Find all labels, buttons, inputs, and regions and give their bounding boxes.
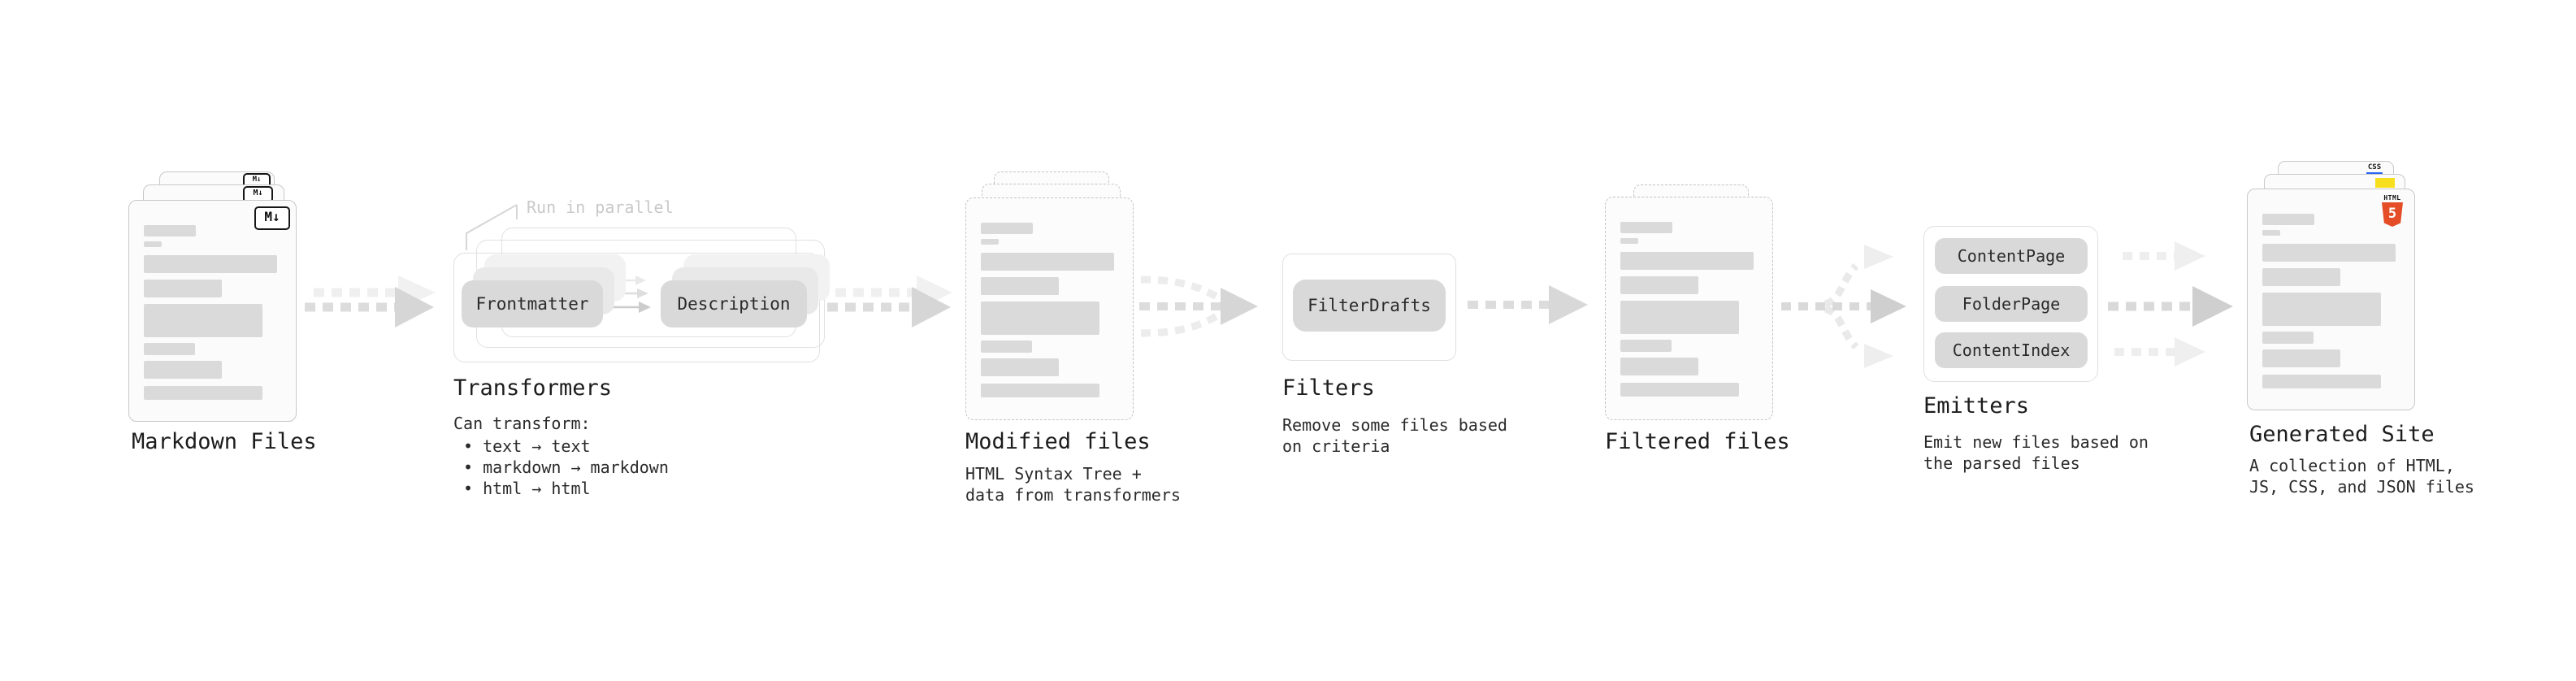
generated-site-title: Generated Site bbox=[2249, 422, 2435, 447]
modified-files-title: Modified files bbox=[965, 429, 1151, 454]
frontmatter-chip: Frontmatter bbox=[462, 280, 603, 327]
html5-icon-shield: 5 bbox=[2382, 202, 2403, 227]
description-chip: Description bbox=[661, 280, 807, 327]
filters-subtitle-line2: on criteria bbox=[1282, 436, 1390, 456]
emitters-box: ContentPage FolderPage ContentIndex bbox=[1923, 226, 2098, 382]
arrow-split-filtered-to-emitters bbox=[1781, 245, 1906, 368]
markdown-files-label: Markdown Files bbox=[132, 429, 317, 454]
document-skeleton bbox=[981, 223, 1118, 400]
css-icon-underline bbox=[2366, 172, 2383, 175]
modified-files-subtitle-line2: data from transformers bbox=[965, 485, 1181, 505]
folderpage-chip: FolderPage bbox=[1935, 286, 2088, 322]
arrow-transformers-to-modified bbox=[827, 275, 952, 327]
transformers-heading: Can transform: bbox=[453, 414, 591, 433]
generated-doc-front: HTML 5 bbox=[2247, 189, 2415, 410]
transformers-bullet: • text → text bbox=[463, 436, 591, 456]
filtered-files-title: Filtered files bbox=[1605, 429, 1790, 454]
modified-files-subtitle-line1: HTML Syntax Tree + bbox=[965, 464, 1142, 484]
document-skeleton bbox=[1620, 222, 1758, 400]
arrow-merge-modified-to-filters bbox=[1139, 275, 1258, 337]
transformer-box-front bbox=[453, 253, 820, 362]
html5-icon: HTML 5 bbox=[2380, 194, 2405, 227]
filters-title: Filters bbox=[1282, 375, 1375, 401]
css-icon-label: CSS bbox=[2367, 163, 2382, 171]
transformers-bullet: • markdown → markdown bbox=[463, 458, 669, 477]
filterdrafts-chip: FilterDrafts bbox=[1293, 280, 1446, 332]
transformers-bullet: • html → html bbox=[463, 479, 591, 498]
filtered-doc-front bbox=[1605, 197, 1773, 420]
emitters-subtitle-line2: the parsed files bbox=[1923, 453, 2080, 473]
generated-site-subtitle-line1: A collection of HTML, bbox=[2249, 456, 2455, 475]
arrow-markdown-to-transformers bbox=[305, 275, 436, 327]
markdown-doc-front: M↓ bbox=[128, 200, 297, 422]
emitters-title: Emitters bbox=[1923, 393, 2030, 419]
filters-subtitle-line1: Remove some files based bbox=[1282, 415, 1507, 435]
document-skeleton bbox=[2262, 214, 2400, 390]
css-file-icon: CSS bbox=[2365, 164, 2384, 175]
emitters-subtitle-line1: Emit new files based on bbox=[1923, 432, 2149, 452]
contentindex-chip: ContentIndex bbox=[1935, 332, 2088, 368]
document-skeleton bbox=[144, 225, 281, 401]
contentpage-chip: ContentPage bbox=[1935, 238, 2088, 274]
arrow-filters-to-filtered bbox=[1468, 285, 1588, 324]
generated-site-subtitle-line2: JS, CSS, and JSON files bbox=[2249, 477, 2474, 497]
html5-icon-word: HTML bbox=[2383, 194, 2401, 202]
filters-box: FilterDrafts bbox=[1282, 254, 1456, 361]
js-file-icon bbox=[2375, 178, 2395, 188]
markdown-icon: M↓ bbox=[254, 206, 290, 230]
transformers-title: Transformers bbox=[453, 375, 613, 401]
run-in-parallel-note: Run in parallel bbox=[527, 197, 674, 217]
arrows-emitters-to-generated bbox=[2108, 241, 2233, 367]
modified-doc-front bbox=[965, 197, 1134, 420]
markdown-icon: M↓ bbox=[243, 186, 273, 203]
